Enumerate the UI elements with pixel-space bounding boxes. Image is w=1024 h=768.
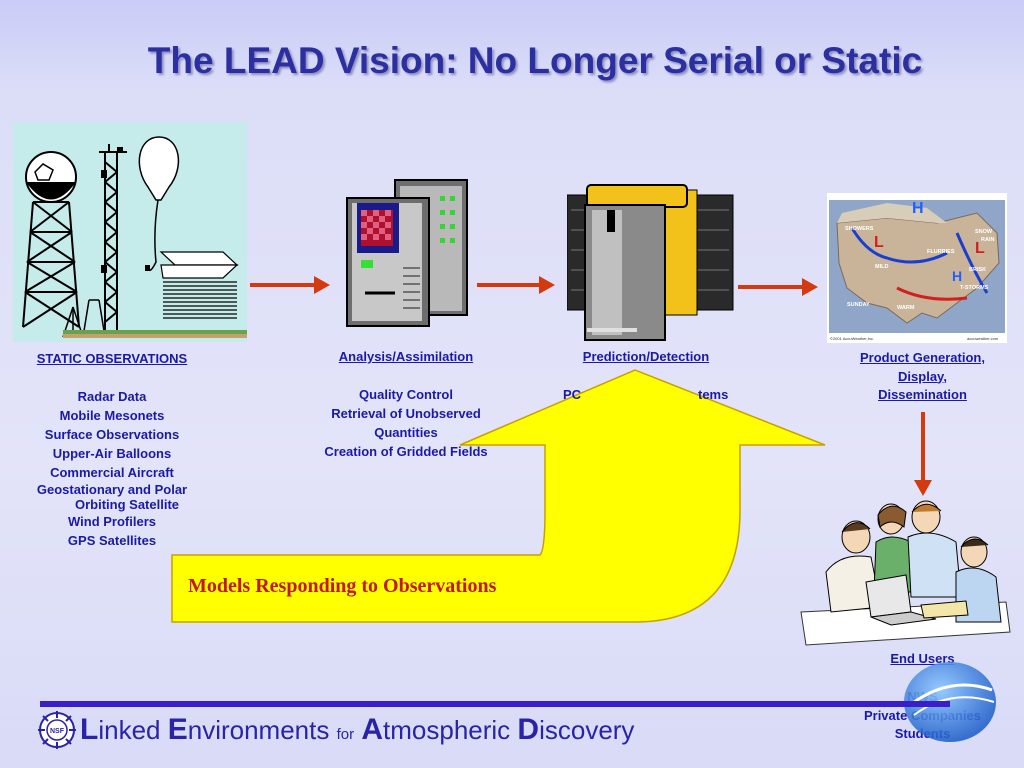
supercomputer-icon <box>566 184 734 341</box>
product-heading-line: Product Generation, <box>860 350 985 365</box>
map-low-1: L <box>874 234 884 251</box>
map-label-flurries: FLURRIES <box>927 249 955 255</box>
map-label-snow: SNOW <box>975 229 993 235</box>
prediction-item-right: tems <box>698 387 729 402</box>
flow-arrow-1 <box>250 283 316 287</box>
prediction-heading: Prediction/Detection <box>582 349 710 364</box>
footer-A: A <box>361 713 384 746</box>
map-label-sunday: SUNDAY <box>847 302 870 308</box>
weather-map-image: H L L H SHOWERS SNOW RAIN FLURRIES MILD … <box>829 200 1005 341</box>
map-caption-left: ©2001 AccuWeather,Inc. <box>830 336 874 341</box>
map-label-showers: SHOWERS <box>845 226 874 232</box>
observations-list: Radar Data Mobile Mesonets Surface Obser… <box>12 387 212 550</box>
flow-arrow-1-head <box>314 276 330 294</box>
weather-instruments-icon <box>22 136 247 338</box>
map-label-brisk: BRISK <box>969 267 986 273</box>
obs-item: Orbiting Satellite <box>74 497 179 512</box>
prediction-item-left: PC <box>563 387 582 402</box>
obs-item: Radar Data <box>77 389 147 404</box>
weather-map: H L L H SHOWERS SNOW RAIN FLURRIES MILD … <box>827 193 1007 343</box>
analysis-item: Quality Control <box>359 387 453 402</box>
map-caption-right: accuweather.com <box>967 336 999 341</box>
obs-item: Wind Profilers <box>67 514 156 529</box>
end-users-heading: End Users <box>890 651 955 666</box>
nsf-logo: NSF <box>38 711 76 749</box>
product-heading: Product Generation, Display, Disseminati… <box>840 349 1005 405</box>
footer-L: L <box>80 713 99 746</box>
big-arrow-label: Models Responding to Observations <box>188 575 497 597</box>
map-label-warm: WARM <box>897 305 915 311</box>
prediction-illustration <box>566 180 735 345</box>
analysis-illustration <box>345 178 470 328</box>
observations-illustration <box>13 122 247 342</box>
big-curved-arrow <box>171 369 826 623</box>
map-low-2: L <box>975 240 985 257</box>
footer-tmospheric: tmospheric <box>383 715 511 745</box>
people-at-laptop-icon <box>800 500 1011 646</box>
map-label-tstorms: T-STORMS <box>960 285 989 291</box>
flow-arrow-2-head <box>539 276 555 294</box>
obs-item: Upper-Air Balloons <box>52 446 172 461</box>
analysis-item: Quantities <box>374 425 438 440</box>
footer-E: E <box>167 713 188 746</box>
footer-D: D <box>517 713 540 746</box>
slide-title: The LEAD Vision: No Longer Serial or Sta… <box>147 40 923 81</box>
server-computer-icon <box>346 179 468 327</box>
lead-globe-logo <box>904 662 996 742</box>
footer-iscovery: iscovery <box>539 715 635 745</box>
nsf-logo-text: NSF <box>50 728 65 735</box>
map-label-mild: MILD <box>875 264 888 270</box>
product-heading-line: Display, <box>898 368 947 384</box>
footer-for: for <box>336 726 355 743</box>
obs-item: GPS Satellites <box>67 533 157 548</box>
map-high-1: H <box>912 200 924 217</box>
footer-nvironments: nvironments <box>187 715 330 745</box>
flow-arrow-3-head <box>802 278 818 296</box>
analysis-item: Retrieval of Unobserved <box>331 406 481 421</box>
flow-arrow-3 <box>738 285 804 289</box>
analysis-heading: Analysis/Assimilation <box>338 349 474 364</box>
obs-item: Mobile Mesonets <box>59 408 165 423</box>
map-label-rain: RAIN <box>981 237 994 243</box>
flow-arrow-2 <box>477 283 541 287</box>
observations-heading: STATIC OBSERVATIONS <box>36 351 188 366</box>
analysis-item: Creation of Gridded Fields <box>324 444 488 459</box>
footer-title: Linked Environments for Atmospheric Disc… <box>80 713 634 747</box>
map-high-2: H <box>952 268 962 284</box>
obs-item: Geostationary and Polar <box>36 482 188 497</box>
down-arrow-head <box>914 480 932 496</box>
product-heading-line: Dissemination <box>878 387 967 402</box>
end-users-illustration <box>796 497 1014 652</box>
obs-item: Surface Observations <box>44 427 180 442</box>
footer-inked: inked <box>98 715 161 745</box>
footer-line <box>40 701 950 707</box>
analysis-list: Quality Control Retrieval of Unobserved … <box>306 385 506 461</box>
obs-item: Commercial Aircraft <box>50 465 174 480</box>
down-arrow-shaft <box>921 412 925 482</box>
